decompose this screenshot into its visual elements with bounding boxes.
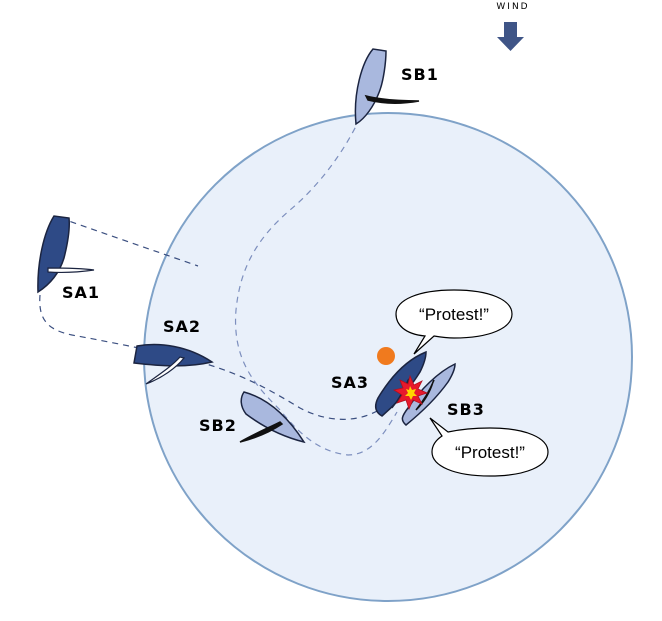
speech-bubble-bottom: “Protest!” <box>429 417 549 477</box>
speech-bubble-top: “Protest!” <box>395 289 513 355</box>
boat-sa1-hull <box>37 215 70 294</box>
boat-sb2-label: SB2 <box>199 416 237 435</box>
boat-sa2-label: SA2 <box>163 317 201 336</box>
boat-sb3 <box>401 362 456 426</box>
boat-sb2-hull <box>240 391 306 444</box>
boat-sa1-label: SA1 <box>62 283 100 302</box>
boat-sb3-hull <box>401 362 456 426</box>
boat-sa3-hull <box>374 350 427 417</box>
wind-arrow-icon <box>497 22 524 51</box>
track-sa-lower <box>39 294 391 420</box>
boat-sa1 <box>37 215 95 294</box>
boat-sa2-sail <box>145 356 186 385</box>
boat-sb1-hull <box>354 48 387 126</box>
boat-sb1 <box>354 48 420 126</box>
boat-sb1-label: SB1 <box>401 65 439 84</box>
boat-sb3-sail <box>415 379 435 411</box>
wind-label: WIND <box>496 2 529 12</box>
speech-bubble-top-shape <box>395 289 513 355</box>
collision-burst-icon <box>392 374 429 411</box>
boat-sb2-sail <box>239 421 284 443</box>
boat-sb2 <box>239 391 306 444</box>
speech-bubble-bottom-shape <box>429 417 549 477</box>
boat-sa2 <box>133 343 214 385</box>
boat-sb3-label: SB3 <box>447 400 485 419</box>
wind-indicator: WIND <box>496 2 529 51</box>
boat-sa3-label: SA3 <box>331 373 369 392</box>
boat-sa1-sail <box>47 267 95 273</box>
track-sb <box>234 117 398 456</box>
orange-mark <box>377 347 395 365</box>
speech-bubble-bottom-text: “Protest!” <box>455 443 525 462</box>
track-sa <box>59 217 199 267</box>
speech-bubble-top-text: “Protest!” <box>419 305 489 324</box>
boat-sa2-hull <box>133 343 214 367</box>
boat-tracks <box>39 117 398 456</box>
boat-sb1-sail <box>364 94 420 104</box>
